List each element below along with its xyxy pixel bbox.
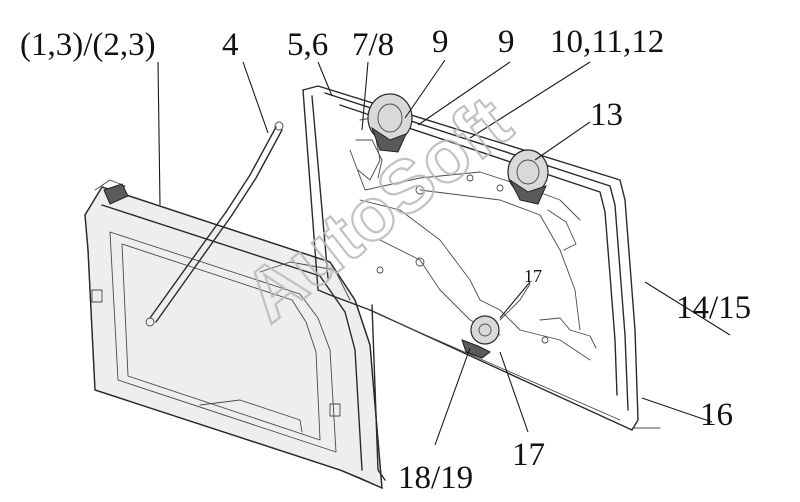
center-lock-assembly bbox=[461, 283, 531, 359]
callout-label: 9 bbox=[432, 24, 449, 60]
callout-label: 13 bbox=[590, 97, 623, 133]
inner-door-frame bbox=[302, 85, 639, 481]
callout-label: 18/19 bbox=[398, 460, 473, 496]
leader-lines bbox=[157, 59, 731, 446]
upper-right-hinge bbox=[507, 149, 577, 251]
leader-c4 bbox=[361, 61, 369, 131]
leader-c13 bbox=[499, 281, 531, 319]
leader-c11 bbox=[499, 351, 529, 433]
callout-label: 17 bbox=[512, 437, 545, 473]
leader-c8 bbox=[534, 121, 591, 161]
leader-c7 bbox=[469, 61, 591, 139]
callout-label: 16 bbox=[700, 397, 733, 433]
callout-label: 14/15 bbox=[676, 290, 751, 326]
callout-label: 4 bbox=[222, 27, 239, 63]
gas-strut bbox=[145, 121, 284, 327]
leader-c10 bbox=[641, 397, 713, 423]
callout-label: (1,3)/(2,3) bbox=[20, 27, 156, 63]
upper-left-hinge bbox=[355, 93, 413, 179]
leader-c5 bbox=[404, 59, 446, 119]
leader-c1 bbox=[157, 61, 161, 206]
leader-c9 bbox=[644, 281, 731, 336]
callout-label: 17 bbox=[524, 266, 542, 286]
leader-c12 bbox=[434, 347, 471, 446]
callout-label: 7/8 bbox=[352, 27, 394, 63]
callout-label: 9 bbox=[498, 24, 515, 60]
leader-c6 bbox=[417, 61, 511, 126]
outer-door-panel bbox=[84, 179, 383, 489]
callout-label: 5,6 bbox=[287, 27, 328, 63]
leader-c2 bbox=[242, 61, 269, 134]
leader-c3 bbox=[317, 61, 333, 97]
callout-labels: (1,3)/(2,3) 4 5,6 7/8 9 9 10,11,12 13 14… bbox=[20, 24, 751, 496]
callout-label: 10,11,12 bbox=[550, 24, 664, 60]
